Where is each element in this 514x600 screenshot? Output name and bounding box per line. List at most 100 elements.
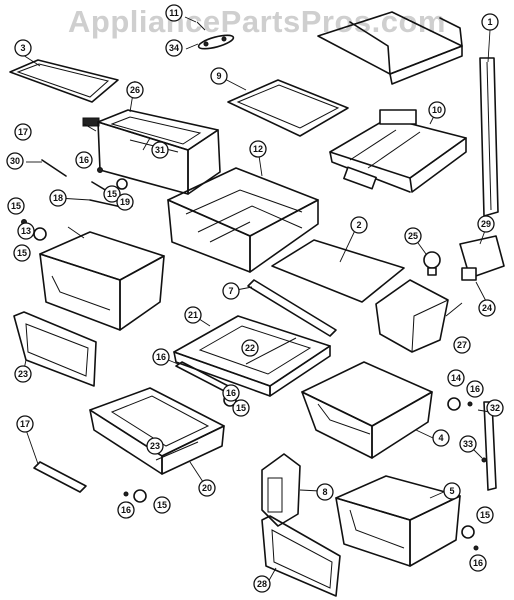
callout-label: 15 <box>236 403 246 413</box>
callout-16: 16 <box>152 348 170 366</box>
callout-18: 18 <box>49 189 67 207</box>
part-screw-right <box>467 401 473 407</box>
callout-23: 23 <box>146 437 164 455</box>
callout-16: 16 <box>75 151 93 169</box>
callout-circle <box>478 299 496 317</box>
callout-22: 22 <box>241 339 259 357</box>
callout-circle <box>13 244 31 262</box>
callout-14: 14 <box>447 369 465 387</box>
callout-circle <box>165 4 183 22</box>
part-small-hardware-left <box>21 159 133 241</box>
part-light-bulb <box>423 251 441 276</box>
callout-circle <box>103 185 121 203</box>
callout-33: 33 <box>459 435 477 453</box>
part-crisper-drawer-lower <box>335 475 461 567</box>
callout-label: 25 <box>408 231 418 241</box>
callout-label: 23 <box>18 369 28 379</box>
callout-circle <box>14 365 32 383</box>
callout-circle <box>350 216 368 234</box>
callout-circle <box>477 215 495 233</box>
callout-circle <box>165 39 183 57</box>
callout-label: 15 <box>11 201 21 211</box>
callout-8: 8 <box>316 483 334 501</box>
part-shelf-frame <box>9 59 119 103</box>
callout-label: 2 <box>356 220 361 230</box>
callout-circle <box>443 482 461 500</box>
callout-20: 20 <box>198 479 216 497</box>
callout-circle <box>117 501 135 519</box>
callout-label: 16 <box>121 505 131 515</box>
callout-circle <box>153 496 171 514</box>
callout-label: 14 <box>451 373 461 383</box>
callout-17: 17 <box>16 415 34 433</box>
callout-circle <box>476 506 494 524</box>
part-hinge-hardware <box>196 21 235 50</box>
part-screw-lower <box>123 491 129 497</box>
callout-circle <box>152 348 170 366</box>
callout-15: 15 <box>476 506 494 524</box>
callout-25: 25 <box>404 227 422 245</box>
part-vertical-rail <box>479 57 499 217</box>
callout-12: 12 <box>249 140 267 158</box>
callout-9: 9 <box>210 67 228 85</box>
callout-circle <box>198 479 216 497</box>
callout-circle <box>428 101 446 119</box>
callout-circle <box>116 193 134 211</box>
callout-label: 32 <box>490 403 500 413</box>
part-spacer-right <box>447 397 461 411</box>
part-trim-bar <box>247 279 337 337</box>
callout-circle <box>6 152 24 170</box>
callout-15: 15 <box>103 185 121 203</box>
callout-label: 31 <box>155 145 165 155</box>
callout-3: 3 <box>14 39 32 57</box>
callout-circle <box>481 13 499 31</box>
callout-label: 16 <box>470 384 480 394</box>
callout-circle <box>249 140 267 158</box>
part-crisper-drawer-right <box>301 361 433 459</box>
callout-label: 22 <box>245 343 255 353</box>
part-lower-shelf <box>89 387 225 475</box>
callout-15: 15 <box>7 197 25 215</box>
callout-15: 15 <box>13 244 31 262</box>
callout-label: 15 <box>480 510 490 520</box>
callout-label: 16 <box>79 155 89 165</box>
callout-label: 21 <box>188 310 198 320</box>
callout-5: 5 <box>443 482 461 500</box>
callout-label: 23 <box>150 441 160 451</box>
callout-16: 16 <box>466 380 484 398</box>
callout-label: 20 <box>202 483 212 493</box>
callout-label: 30 <box>10 156 20 166</box>
callout-31: 31 <box>151 141 169 159</box>
callout-27: 27 <box>453 336 471 354</box>
callout-circle <box>7 197 25 215</box>
callout-label: 15 <box>107 189 117 199</box>
callout-label: 1 <box>487 17 492 27</box>
callout-1: 1 <box>481 13 499 31</box>
callout-circle <box>17 222 35 240</box>
callout-circle <box>151 141 169 159</box>
callout-label: 17 <box>18 127 28 137</box>
part-control-box <box>261 453 301 527</box>
callout-label: 10 <box>432 105 442 115</box>
callout-circle <box>432 429 450 447</box>
callout-label: 5 <box>449 486 454 496</box>
callout-label: 26 <box>130 85 140 95</box>
part-screw-lower-right <box>473 545 479 551</box>
callout-circle <box>75 151 93 169</box>
callout-circle <box>316 483 334 501</box>
callout-11: 11 <box>165 4 183 22</box>
callout-17: 17 <box>14 123 32 141</box>
callout-label: 8 <box>322 487 327 497</box>
callout-circle <box>222 282 240 300</box>
callout-circle <box>126 81 144 99</box>
callout-32: 32 <box>486 399 504 417</box>
callout-7: 7 <box>222 282 240 300</box>
callout-10: 10 <box>428 101 446 119</box>
callout-26: 26 <box>126 81 144 99</box>
callout-label: 29 <box>481 219 491 229</box>
part-rail-lower <box>33 461 87 493</box>
callout-circle <box>453 336 471 354</box>
callout-23: 23 <box>14 365 32 383</box>
